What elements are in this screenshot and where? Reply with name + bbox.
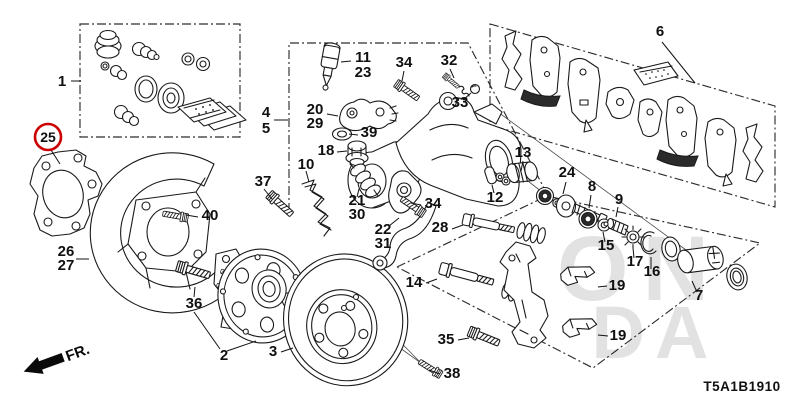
adjusting-nut-18 xyxy=(345,140,369,167)
callout-27[interactable]: 27 xyxy=(58,257,75,274)
seal-kit-contents xyxy=(94,29,247,131)
callout-37[interactable]: 37 xyxy=(255,173,272,190)
callout-16[interactable]: 16 xyxy=(644,263,661,280)
watermark-line2: DA xyxy=(592,291,719,374)
brake-pad-kit xyxy=(501,30,764,187)
callout-5[interactable]: 5 xyxy=(262,120,270,137)
piston-seal xyxy=(661,236,681,262)
callout-24[interactable]: 24 xyxy=(559,164,576,181)
pad-shim-round xyxy=(605,86,635,120)
callout-13[interactable]: 13 xyxy=(515,144,532,161)
piston-7 xyxy=(677,245,724,274)
brake-pad-outer xyxy=(656,95,699,167)
callout-32[interactable]: 32 xyxy=(441,52,458,69)
callout-19-upper[interactable]: 19 xyxy=(609,277,626,294)
callout-25[interactable]: 25 xyxy=(40,129,56,145)
bolt-34-upper xyxy=(392,78,422,104)
callout-34-upper[interactable]: 34 xyxy=(396,54,413,71)
callout-2[interactable]: 2 xyxy=(220,347,228,364)
callout-11[interactable]: 11 xyxy=(355,49,371,66)
callout-36[interactable]: 36 xyxy=(186,295,203,312)
wear-indicator-left xyxy=(501,30,523,91)
fr-label: FR. xyxy=(63,341,92,365)
arrow-icon xyxy=(23,352,65,374)
callout-18[interactable]: 18 xyxy=(318,142,335,159)
parking-lever-22-31 xyxy=(388,170,422,214)
spring-plug-9 xyxy=(603,217,629,236)
callout-14[interactable]: 14 xyxy=(406,274,423,291)
callout-15[interactable]: 15 xyxy=(598,237,615,254)
cup-13 xyxy=(506,161,538,184)
callout-12[interactable]: 12 xyxy=(487,189,504,206)
callout-23[interactable]: 23 xyxy=(355,64,372,81)
caliper-subassembly-box xyxy=(288,42,546,212)
brake-rotor xyxy=(282,253,409,387)
brake-pad-inner xyxy=(520,35,561,107)
diagram-code: T5A1B1910 xyxy=(703,379,780,394)
callouts: 1 2 3 4 5 6 7 8 9 10 11 23 12 13 14 15 1… xyxy=(33,23,703,382)
lever-plate xyxy=(339,98,399,132)
backing-plate-gasket xyxy=(29,149,103,237)
set-screw-38 xyxy=(416,356,444,380)
callout-38[interactable]: 38 xyxy=(444,365,461,382)
callout-29[interactable]: 29 xyxy=(307,115,324,132)
fr-direction-arrow: FR. xyxy=(23,341,92,374)
callout-17[interactable]: 17 xyxy=(627,253,644,270)
snap-ring-16 xyxy=(640,231,657,255)
callout-34-lower[interactable]: 34 xyxy=(425,195,442,212)
pad-spring-10 xyxy=(301,179,332,237)
slide-pin-14 xyxy=(437,260,496,290)
callout-30[interactable]: 30 xyxy=(349,206,366,223)
bolt-37 xyxy=(264,189,297,220)
callout-39[interactable]: 39 xyxy=(361,124,378,141)
callout-9[interactable]: 9 xyxy=(615,191,623,208)
callout-1[interactable]: 1 xyxy=(58,73,66,90)
callout-22[interactable]: 22 xyxy=(375,221,392,238)
callout-3[interactable]: 3 xyxy=(269,343,277,360)
leader-lines xyxy=(50,41,698,375)
pad-shim-3 xyxy=(704,117,737,187)
callout-4[interactable]: 4 xyxy=(262,104,271,121)
wave-washer-17 xyxy=(621,225,645,249)
callout-21[interactable]: 21 xyxy=(349,192,366,209)
callout-28[interactable]: 28 xyxy=(432,219,449,236)
bolt-35 xyxy=(466,324,502,350)
pad-kit-box xyxy=(489,23,776,208)
callout-7[interactable]: 7 xyxy=(695,287,703,304)
callout-26[interactable]: 26 xyxy=(58,243,75,260)
highlight-circle-25 xyxy=(33,122,63,152)
caliper-bracket xyxy=(499,241,549,349)
pad-shim-1 xyxy=(567,57,601,133)
wear-indicator-right xyxy=(742,123,764,183)
callout-33[interactable]: 33 xyxy=(452,94,469,111)
callout-35[interactable]: 35 xyxy=(438,331,455,348)
washer-39 xyxy=(331,127,353,141)
callout-19-lower[interactable]: 19 xyxy=(610,327,627,344)
return-spring-21-30 xyxy=(349,163,381,198)
piston-boot xyxy=(726,263,748,291)
pad-shim-2 xyxy=(637,98,663,138)
adjuster-parts xyxy=(484,161,748,291)
callout-31[interactable]: 31 xyxy=(375,235,392,252)
bleed-screw-and-cap xyxy=(320,42,341,91)
callout-6[interactable]: 6 xyxy=(656,23,664,40)
grease-packets xyxy=(177,97,247,131)
callout-10[interactable]: 10 xyxy=(298,156,315,173)
grease-sachet xyxy=(633,61,679,86)
callout-20[interactable]: 20 xyxy=(307,101,324,118)
screw-32-and-ball-33 xyxy=(441,71,481,97)
callout-8[interactable]: 8 xyxy=(588,178,596,195)
callout-40[interactable]: 40 xyxy=(202,207,219,224)
pin-boot xyxy=(514,220,548,246)
